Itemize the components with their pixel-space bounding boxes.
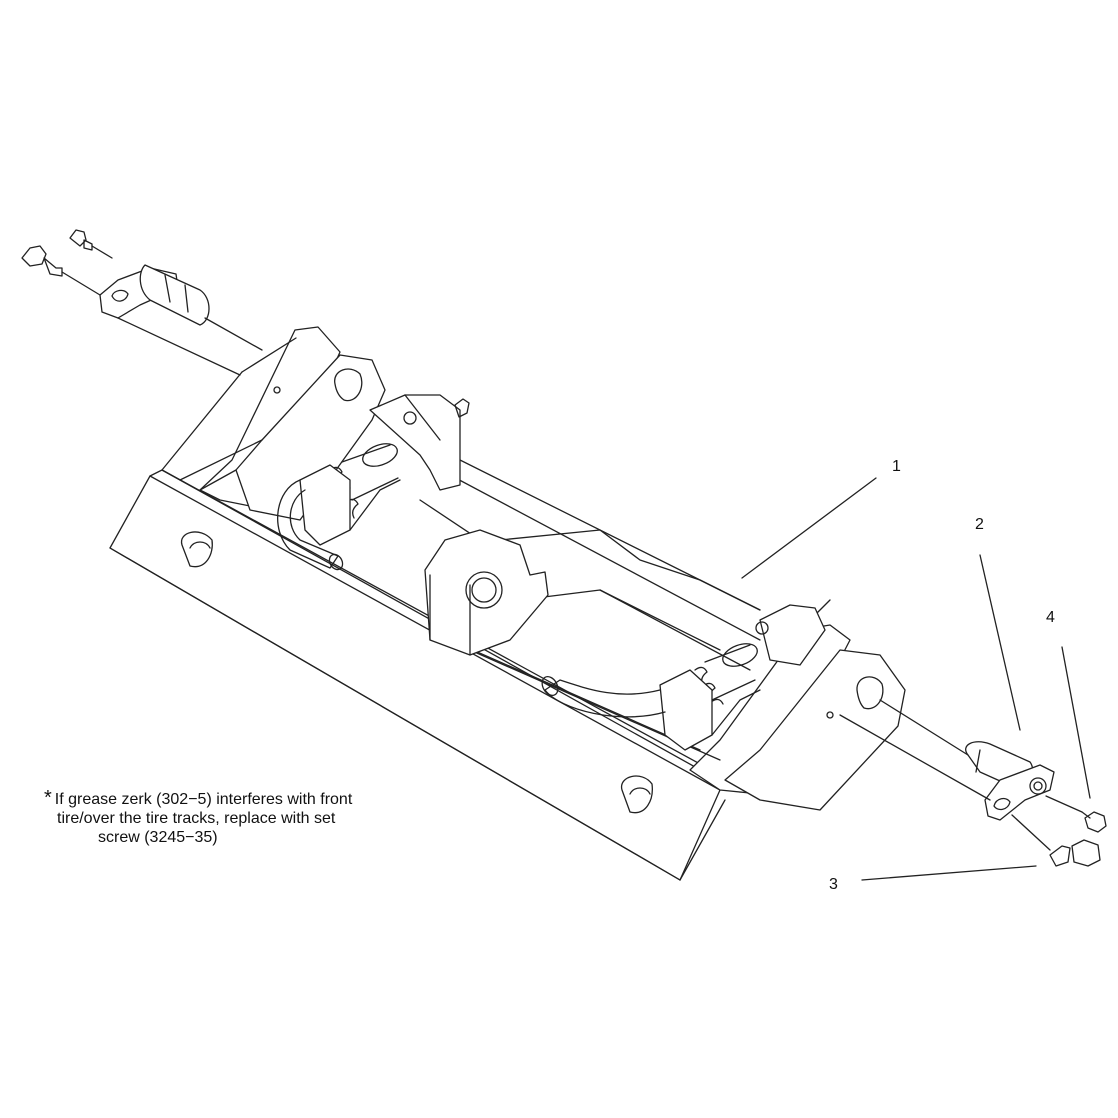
footnote-line-3: screw (3245−35)	[98, 829, 218, 846]
callout-1: 1	[892, 458, 901, 475]
footnote-marker: *	[44, 787, 52, 809]
footnote-line-1: If grease zerk (302−5) interferes with f…	[54, 791, 353, 808]
leader-2	[979, 554, 1021, 731]
footnote-line-2: tire/over the tire tracks, replace with …	[57, 810, 336, 827]
right-latch-assembly	[541, 604, 826, 751]
footnote: *If grease zerk (302−5) interferes with …	[44, 787, 424, 847]
callout-4: 4	[1046, 609, 1055, 626]
right-exploded-parts	[839, 699, 1107, 867]
right-mount-bracket	[689, 599, 906, 811]
left-mount-bracket	[161, 326, 386, 521]
left-exploded-parts	[21, 229, 263, 376]
callout-3: 3	[829, 876, 838, 893]
leader-3	[861, 865, 1037, 881]
callout-leaders	[741, 477, 1091, 881]
leader-1	[741, 477, 877, 579]
callout-2: 2	[975, 516, 984, 533]
leader-4	[1061, 646, 1091, 799]
left-latch-assembly	[277, 394, 470, 571]
center-pivot-block	[424, 529, 549, 656]
